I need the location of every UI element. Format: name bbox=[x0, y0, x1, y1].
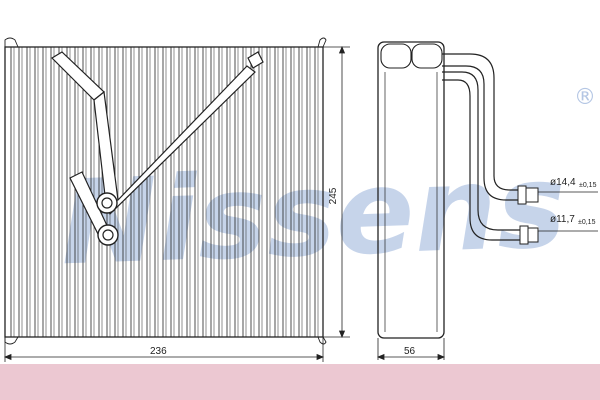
brand-watermark: Nissens ® bbox=[58, 85, 596, 291]
depth-dimension bbox=[376, 338, 446, 361]
footer-band bbox=[0, 364, 600, 400]
core-fins bbox=[10, 47, 319, 337]
pipe-large-tolerance: ±0,15 bbox=[579, 182, 597, 189]
inlet-outlet-pipes bbox=[51, 51, 264, 246]
side-view bbox=[377, 41, 539, 339]
pipe-small-diameter: ø11,7 bbox=[550, 214, 575, 225]
depth-label: 56 bbox=[404, 346, 416, 357]
pipe-small-tolerance: ±0,15 bbox=[578, 219, 596, 226]
registered-mark: ® bbox=[574, 85, 596, 110]
pipe-large-diameter: ø14,4 bbox=[550, 177, 576, 188]
width-label: 236 bbox=[150, 346, 167, 357]
height-label: 245 bbox=[328, 187, 339, 204]
watermark-text: Nissens bbox=[58, 139, 568, 292]
pipe-callout-lines bbox=[538, 191, 598, 232]
width-dimension bbox=[3, 337, 325, 362]
height-dimension bbox=[323, 45, 350, 339]
core-frame bbox=[4, 46, 324, 338]
front-view bbox=[4, 37, 327, 345]
side-core bbox=[377, 41, 445, 339]
